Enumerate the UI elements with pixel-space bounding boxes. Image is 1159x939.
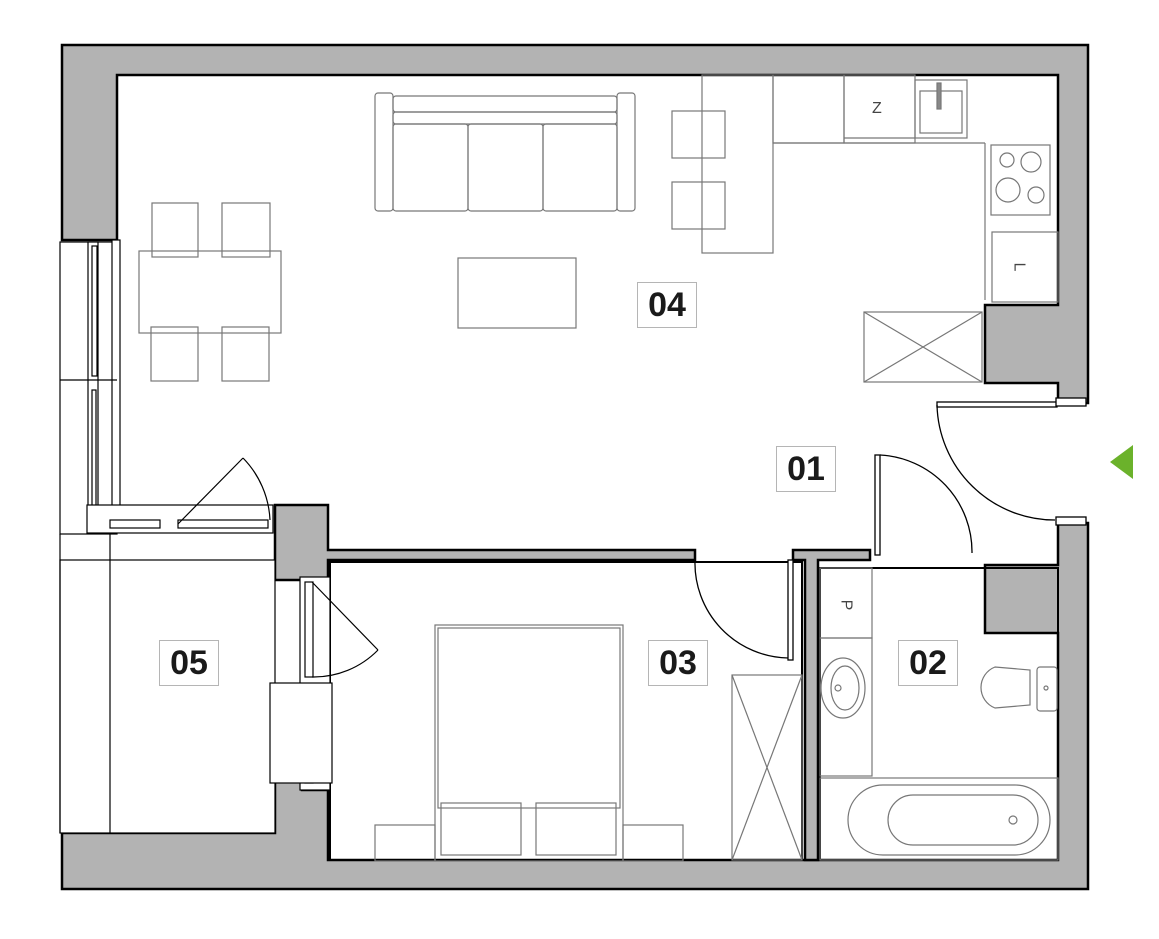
window-left bbox=[59, 239, 274, 535]
fridge-label: Z bbox=[872, 100, 882, 117]
room-label-03: 03 bbox=[648, 640, 708, 686]
washing-machine-label: P bbox=[837, 599, 855, 611]
room-label-02: 02 bbox=[898, 640, 958, 686]
dishwasher-label: L bbox=[1010, 262, 1028, 272]
furniture-bedroom bbox=[374, 624, 803, 862]
furniture-bathroom bbox=[819, 567, 1059, 861]
entrance-door bbox=[936, 397, 1087, 526]
balcony-outline bbox=[59, 534, 276, 834]
window-bedroom bbox=[269, 576, 379, 791]
room-label-01: 01 bbox=[776, 446, 836, 492]
balcony-door bbox=[177, 457, 271, 525]
furniture-living bbox=[138, 74, 774, 382]
bedroom-door bbox=[694, 559, 794, 661]
kitchen bbox=[772, 74, 1059, 383]
room-label-05: 05 bbox=[159, 640, 219, 686]
entrance-marker-icon bbox=[1110, 445, 1133, 479]
bathroom-door bbox=[874, 454, 973, 556]
room-label-04: 04 bbox=[637, 282, 697, 328]
